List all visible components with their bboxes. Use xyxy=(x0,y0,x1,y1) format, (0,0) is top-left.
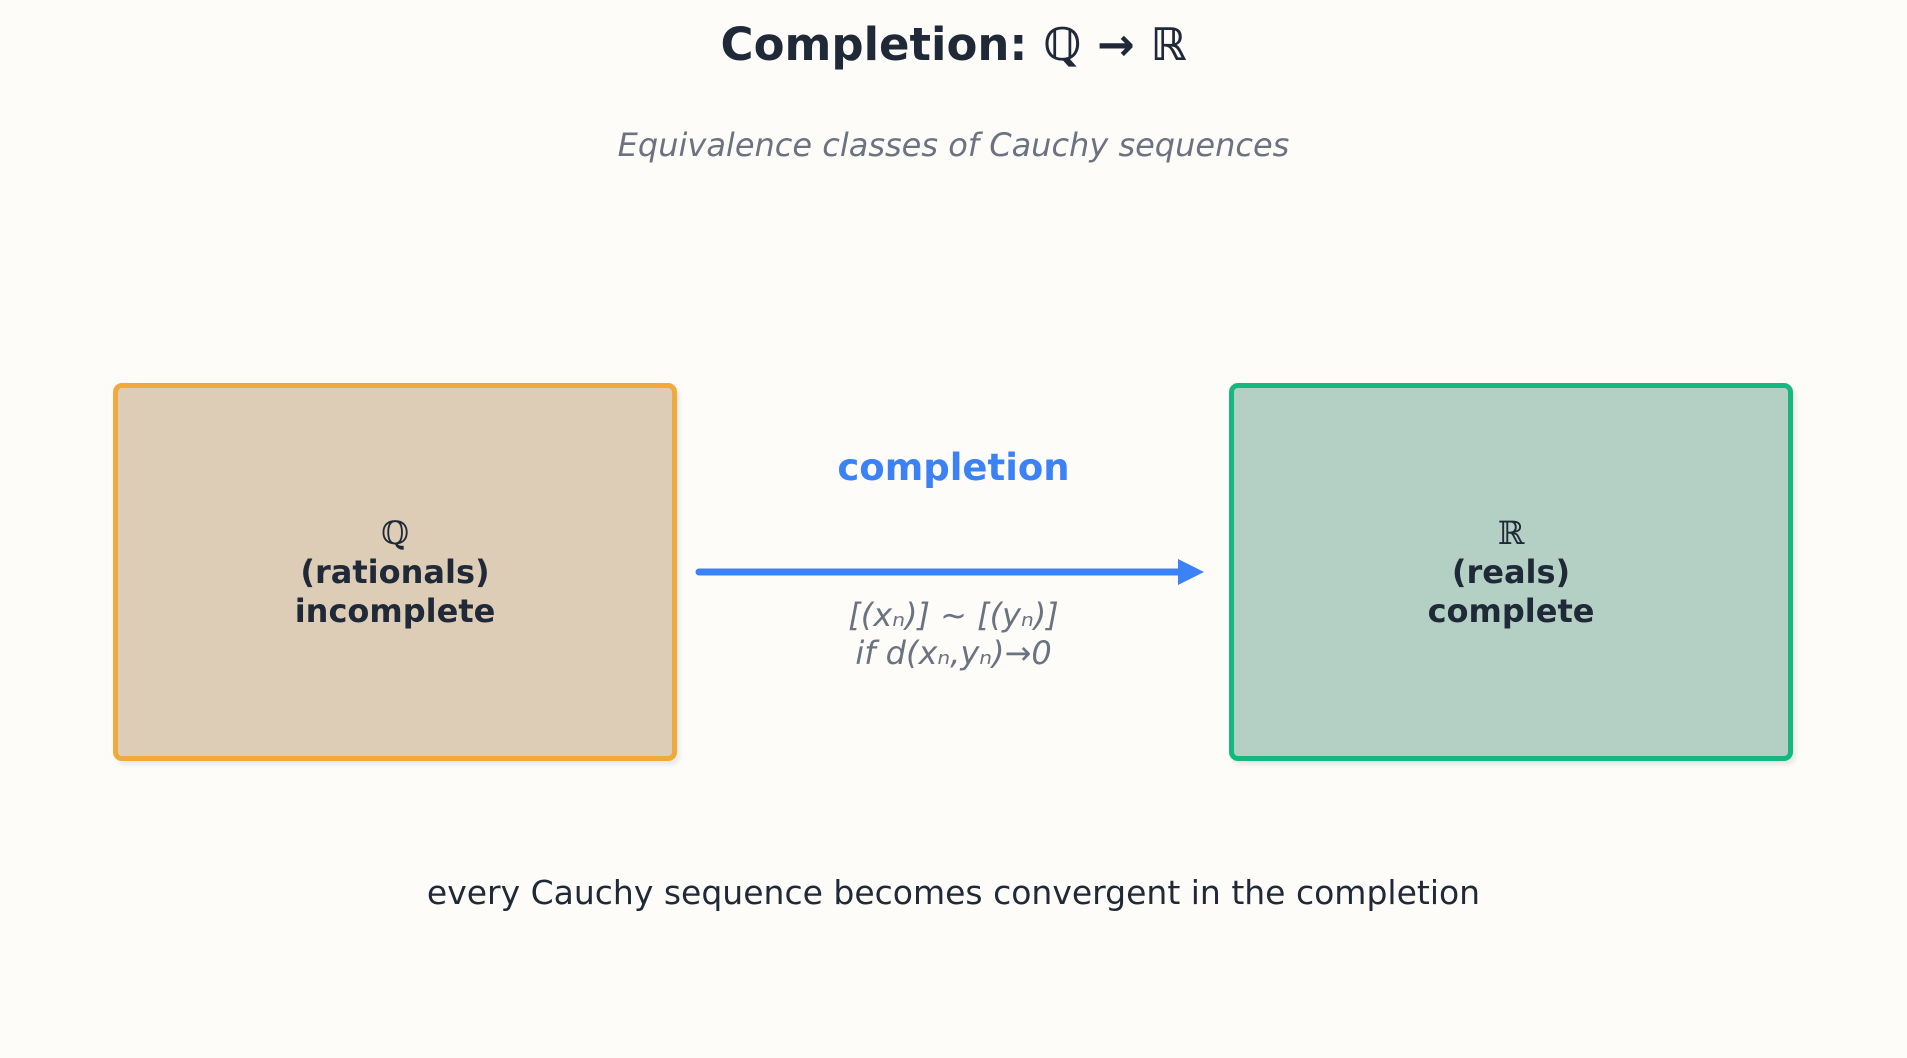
diagram-subtitle: Equivalence classes of Cauchy sequences xyxy=(617,126,1290,164)
rationals-name: (rationals) xyxy=(300,552,490,591)
reals-symbol: ℝ xyxy=(1497,513,1525,552)
diagram-title: Completion: ℚ → ℝ xyxy=(720,18,1187,71)
completion-arrow xyxy=(695,559,1204,585)
reals-box-content: ℝ (reals) complete xyxy=(1428,514,1595,631)
reals-name: (reals) xyxy=(1451,552,1571,591)
completion-arrow-head xyxy=(1178,559,1204,585)
reals-box: ℝ (reals) complete xyxy=(1229,383,1793,761)
reals-property: complete xyxy=(1427,591,1595,630)
rationals-property: incomplete xyxy=(294,591,496,630)
completion-arrow-label: completion xyxy=(837,446,1070,489)
equivalence-relation-line-1: [(xₙ)] ~ [(yₙ)] xyxy=(848,596,1059,634)
rationals-box: ℚ (rationals) incomplete xyxy=(113,383,677,761)
equivalence-relation-line-2: if d(xₙ,yₙ)→0 xyxy=(855,634,1052,672)
rationals-box-content: ℚ (rationals) incomplete xyxy=(295,514,496,631)
diagram-footer: every Cauchy sequence becomes convergent… xyxy=(426,873,1481,912)
equivalence-relation: [(xₙ)] ~ [(yₙ)] if d(xₙ,yₙ)→0 xyxy=(0,596,1907,672)
rationals-symbol: ℚ xyxy=(381,513,409,552)
